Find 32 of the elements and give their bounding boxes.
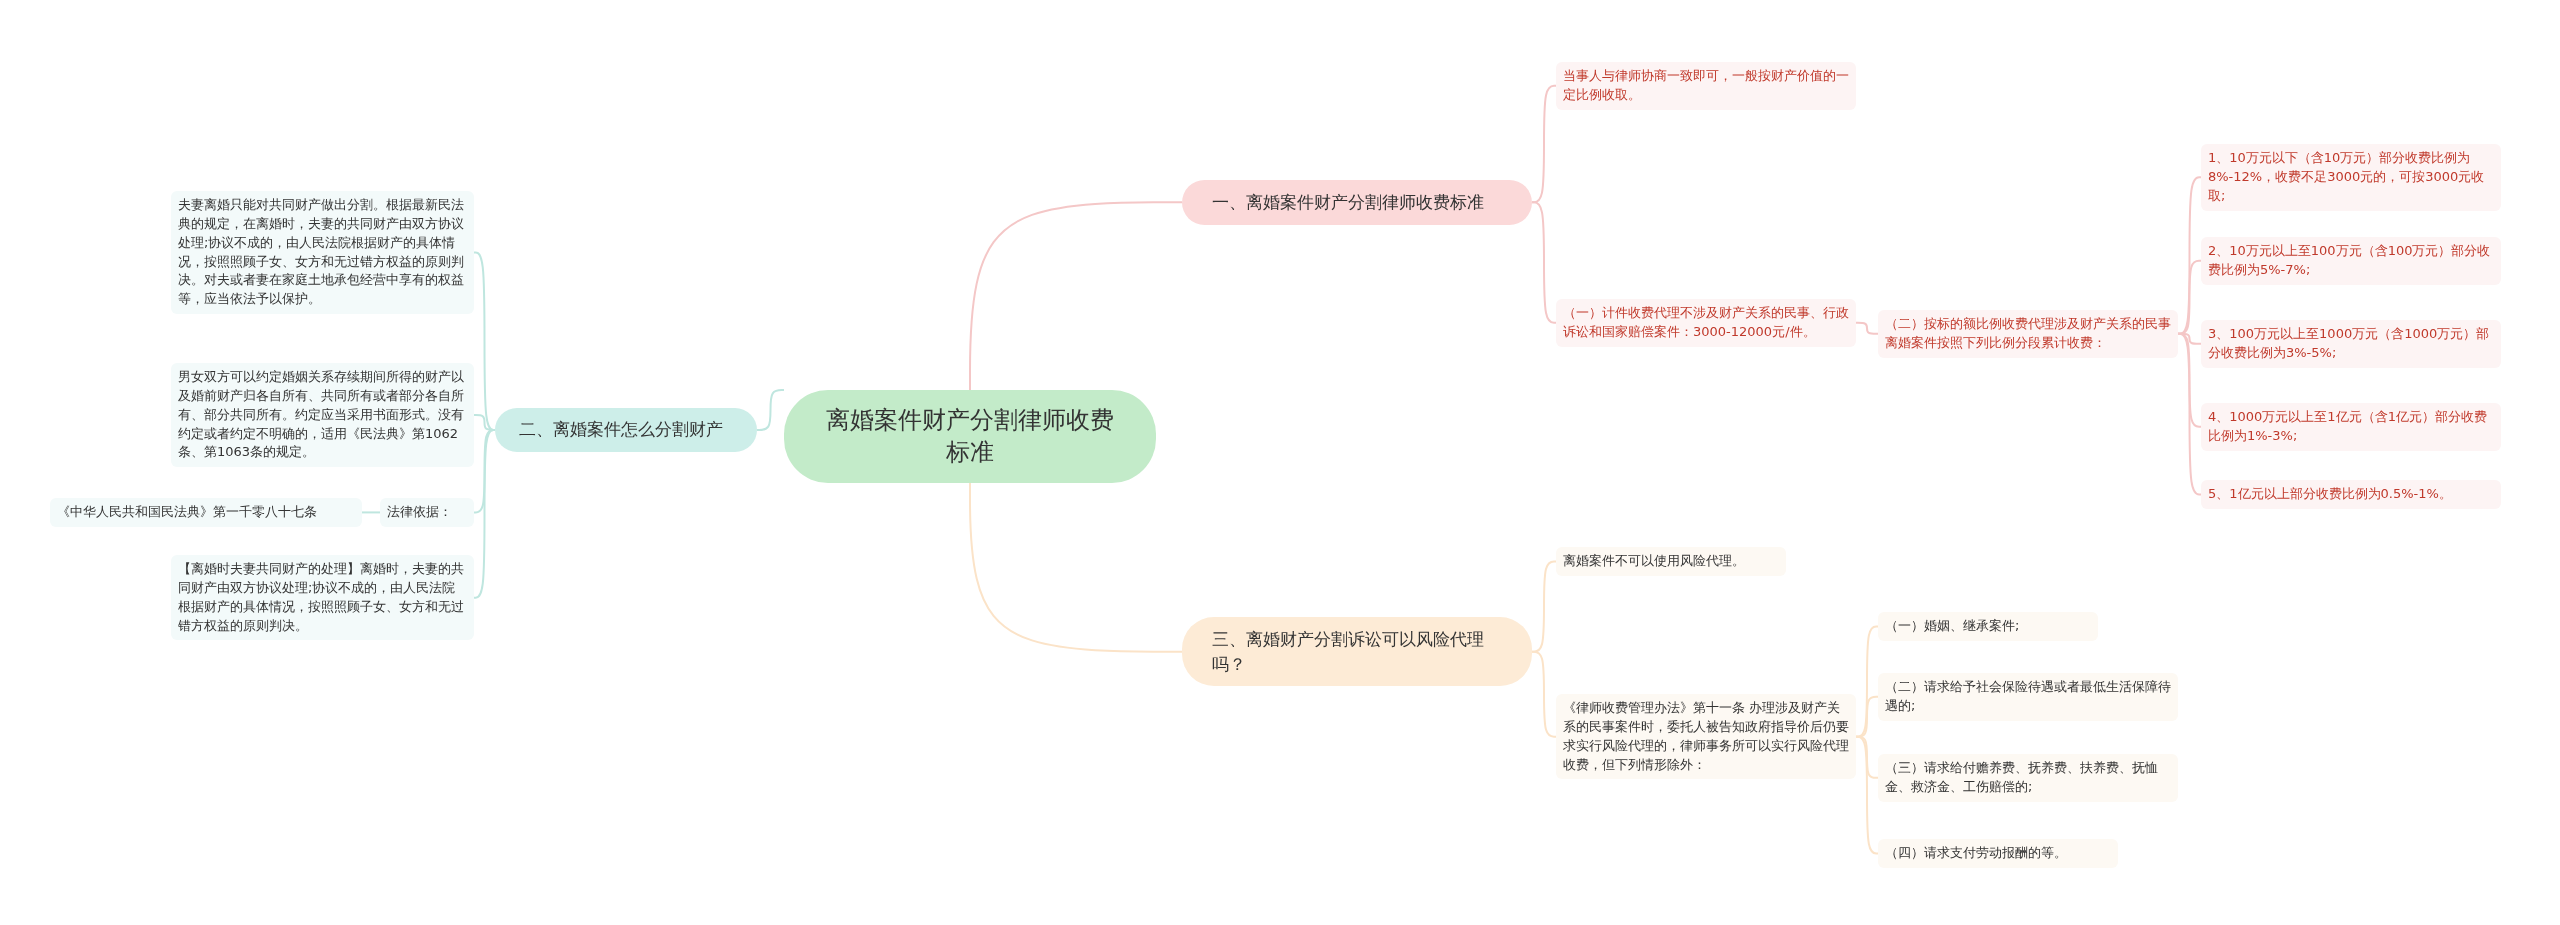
branch-topic: 二、离婚案件怎么分割财产 [495,408,757,452]
subtopic-card: 【离婚时夫妻共同财产的处理】离婚时，夫妻的共同财产由双方协议处理;协议不成的，由人民法院根据财产的具体情况，按照照顾子女、女方和无过错方权益的原则判决。 [171,555,474,641]
connector-line [969,481,1183,653]
connector-line [969,201,1183,391]
subtopic-card: 离婚案件不可以使用风险代理。 [1556,547,1786,576]
branch-topic: 三、离婚财产分割诉讼可以风险代理吗？ [1182,617,1532,687]
subtopic-card: （四）请求支付劳动报酬的等。 [1878,839,2118,868]
connector-line [473,428,496,599]
subtopic-card: （二）请求给予社会保险待遇或者最低生活保障待遇的; [1878,673,2178,721]
subtopic-card: 法律依据： [380,498,474,527]
subtopic-card: （一）婚姻、继承案件; [1878,612,2098,641]
subtopic-card: （一）计件收费代理不涉及财产关系的民事、行政诉讼和国家赔偿案件：3000-12000元/件。 [1556,299,1856,347]
subtopic-card: 1、10万元以下（含10万元）部分收费比例为8%-12%，收费不足3000元的，可按3000元收取; [2201,144,2501,211]
connector-line [756,389,785,431]
connector-line [1531,650,1557,738]
subtopic-card: （三）请求给付赡养费、抚养费、扶养费、抚恤金、救济金、工伤赔偿的; [1878,754,2178,802]
subtopic-card: （二）按标的额比例收费代理涉及财产关系的民事离婚案件按照下列比例分段累计收费： [1878,310,2178,358]
subtopic-card: 夫妻离婚只能对共同财产做出分割。根据最新民法典的规定，在离婚时，夫妻的共同财产由双方协议处理;协议不成的，由人民法院根据财产的具体情况，按照照顾子女、女方和无过错方权益的原则判决。对夫或者妻在家庭土地承包经营中享有的权益等，应当依法予以保护。 [171,191,474,315]
subtopic-card: 2、10万元以上至100万元（含100万元）部分收费比例为5%-7%; [2201,237,2501,285]
subtopic-card: 5、1亿元以上部分收费比例为0.5%-1%。 [2201,480,2501,509]
subtopic-card: 《中华人民共和国民法典》第一千零八十七条 [50,498,362,527]
subtopic-card: 男女双方可以约定婚姻关系存续期间所得的财产以及婚前财产归各自所有、共同所有或者部分各自所有、部分共同所有。约定应当采用书面形式。没有约定或者约定不明确的，适用《民法典》第1062条、第1063条的规定。 [171,363,474,468]
connector-line [1855,735,1879,855]
subtopic-card: 《律师收费管理办法》第十一条 办理涉及财产关系的民事案件时，委托人被告知政府指导价后仍要求实行风险代理的，律师事务所可以实行风险代理收费，但下列情形除外： [1556,694,1856,780]
connector-line [361,511,381,514]
subtopic-card: 3、100万元以上至1000万元（含1000万元）部分收费比例为3%-5%; [2201,320,2501,368]
subtopic-card: 4、1000万元以上至1亿元（含1亿元）部分收费比例为1%-3%; [2201,403,2501,451]
connector-line [1855,321,1879,335]
branch-topic: 一、离婚案件财产分割律师收费标准 [1182,180,1532,225]
connector-line [1531,201,1557,324]
central-topic: 离婚案件财产分割律师收费标准 [784,390,1156,483]
subtopic-card: 当事人与律师协商一致即可，一般按财产价值的一定比例收取。 [1556,62,1856,110]
